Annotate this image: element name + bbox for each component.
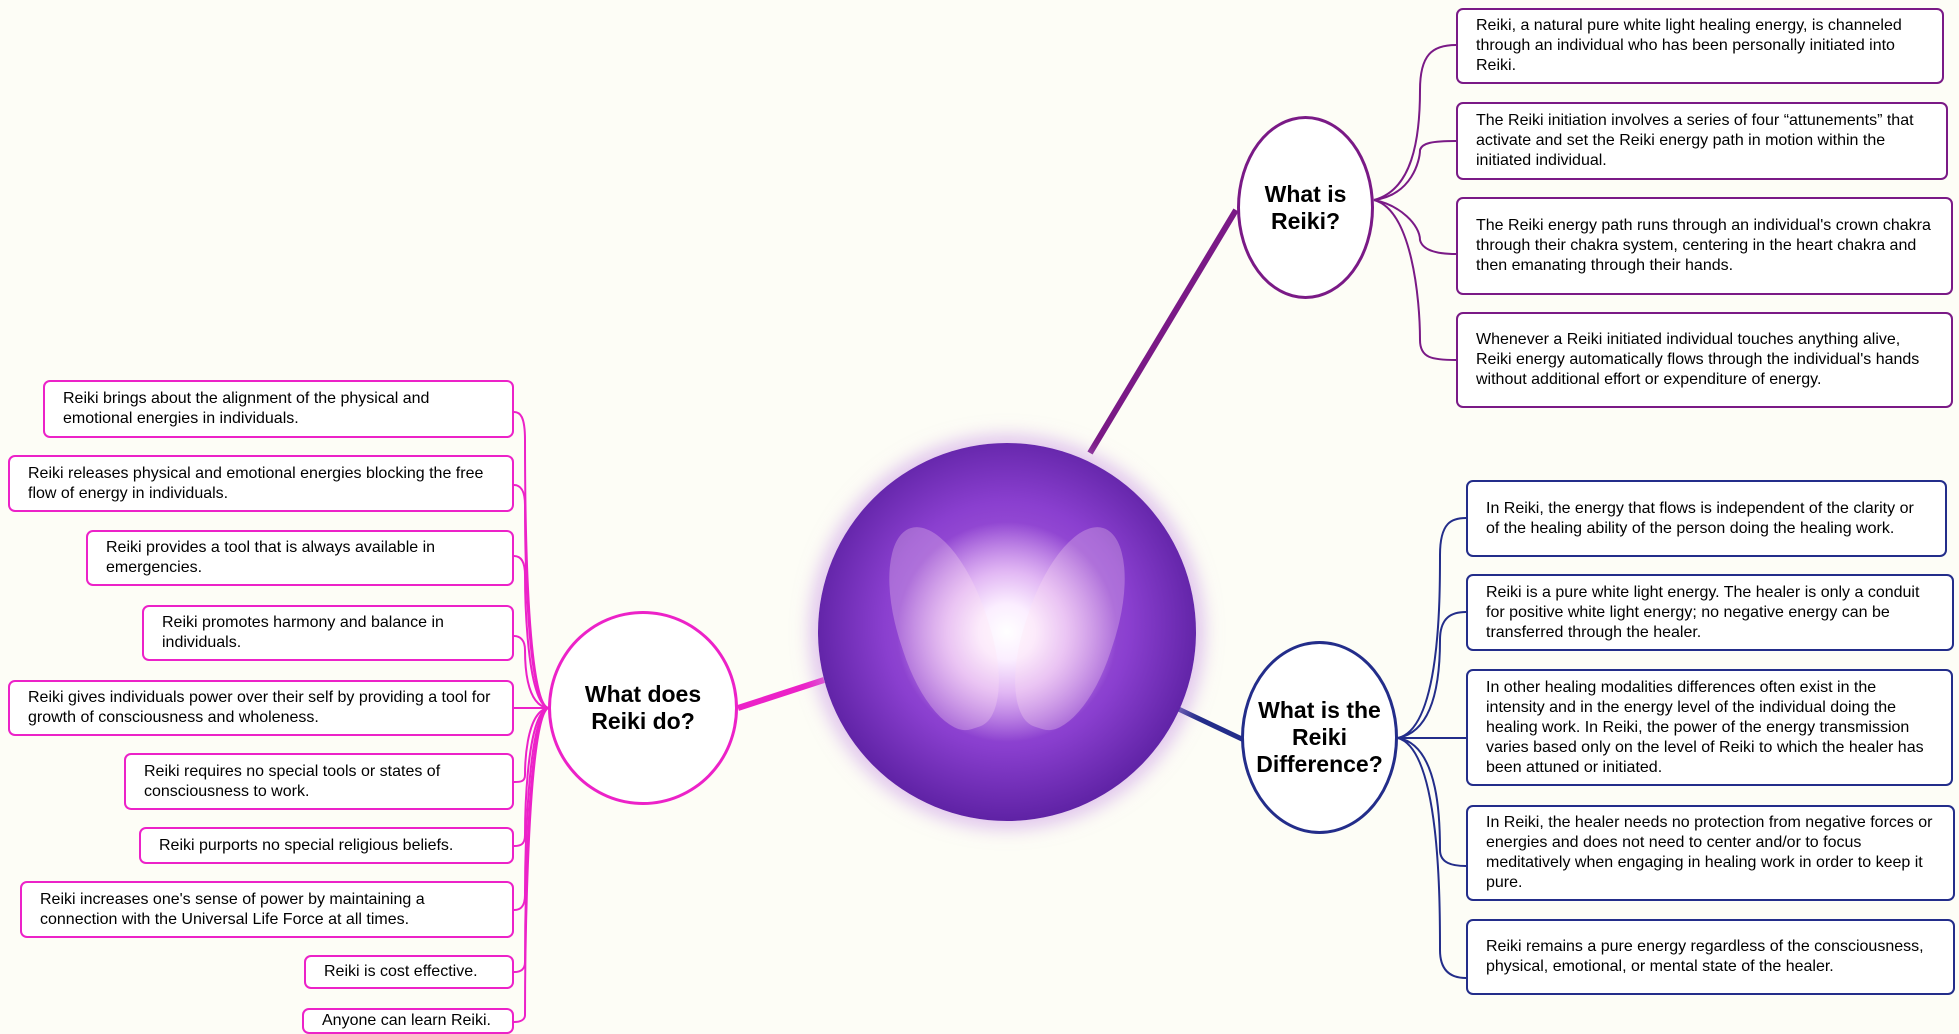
what-does-item[interactable]: Reiki increases one's sense of power by … xyxy=(20,881,514,938)
difference-item[interactable]: In Reiki, the healer needs no protection… xyxy=(1466,805,1955,901)
difference-item-text: In other healing modalities differences … xyxy=(1486,678,1924,776)
what-does-item[interactable]: Reiki promotes harmony and balance in in… xyxy=(142,605,514,661)
difference-item[interactable]: Reiki remains a pure energy regardless o… xyxy=(1466,919,1955,995)
difference-item[interactable]: Reiki is a pure white light energy. The … xyxy=(1466,574,1954,651)
what-is-item-text: Whenever a Reiki initiated individual to… xyxy=(1476,331,1920,388)
what-does-item-text: Reiki requires no special tools or state… xyxy=(144,762,441,800)
what-is-item[interactable]: Reiki, a natural pure white light healin… xyxy=(1456,8,1944,84)
difference-item-text: Reiki remains a pure energy regardless o… xyxy=(1486,938,1924,975)
what-does-item[interactable]: Reiki is cost effective. xyxy=(304,955,514,989)
difference-item[interactable]: In Reiki, the energy that flows is indep… xyxy=(1466,480,1947,557)
difference-item-text: In Reiki, the healer needs no protection… xyxy=(1486,814,1933,891)
what-is-item[interactable]: The Reiki initiation involves a series o… xyxy=(1456,102,1948,180)
what-does-item-text: Reiki increases one's sense of power by … xyxy=(40,890,425,928)
what-does-item[interactable]: Reiki gives individuals power over their… xyxy=(8,680,514,736)
difference-item-text: In Reiki, the energy that flows is indep… xyxy=(1486,499,1914,537)
what-does-item-text: Reiki is cost effective. xyxy=(324,963,478,980)
what-does-item-text: Reiki gives individuals power over their… xyxy=(28,689,491,726)
what-does-item-text: Reiki brings about the alignment of the … xyxy=(63,390,430,427)
difference-item[interactable]: In other healing modalities differences … xyxy=(1466,669,1953,786)
central-reiki-image xyxy=(818,443,1196,821)
what-is-item-text: The Reiki initiation involves a series o… xyxy=(1476,112,1914,169)
left-hand-glow xyxy=(867,514,1019,742)
hub-what-does-reiki-do[interactable]: What does Reiki do? xyxy=(548,611,738,805)
what-does-item[interactable]: Reiki requires no special tools or state… xyxy=(124,753,514,810)
hub-what-is-reiki[interactable]: What is Reiki? xyxy=(1237,116,1374,299)
what-is-item[interactable]: Whenever a Reiki initiated individual to… xyxy=(1456,312,1953,408)
difference-item-text: Reiki is a pure white light energy. The … xyxy=(1486,583,1920,641)
hub-what-does-reiki-do-label: What does Reiki do? xyxy=(584,681,702,734)
what-is-item-text: The Reiki energy path runs through an in… xyxy=(1476,217,1931,274)
what-does-item-text: Anyone can learn Reiki. xyxy=(322,1012,491,1029)
what-does-item[interactable]: Reiki provides a tool that is always ava… xyxy=(86,530,514,586)
what-does-item[interactable]: Reiki purports no special religious beli… xyxy=(139,827,514,864)
what-is-item-text: Reiki, a natural pure white light healin… xyxy=(1476,17,1902,74)
what-does-item[interactable]: Anyone can learn Reiki. xyxy=(302,1008,514,1034)
hub-what-is-reiki-label: What is Reiki? xyxy=(1264,180,1347,234)
what-does-item-text: Reiki releases physical and emotional en… xyxy=(28,464,484,502)
what-does-item-text: Reiki promotes harmony and balance in in… xyxy=(162,614,444,651)
hub-reiki-difference-label: What is the Reiki Difference? xyxy=(1256,697,1383,777)
what-does-item[interactable]: Reiki releases physical and emotional en… xyxy=(8,455,514,512)
what-does-item-text: Reiki purports no special religious beli… xyxy=(159,836,454,854)
what-is-item[interactable]: The Reiki energy path runs through an in… xyxy=(1456,197,1953,295)
hub-reiki-difference[interactable]: What is the Reiki Difference? xyxy=(1241,641,1398,834)
what-does-item-text: Reiki provides a tool that is always ava… xyxy=(106,539,436,576)
right-hand-glow xyxy=(995,514,1147,742)
what-does-item[interactable]: Reiki brings about the alignment of the … xyxy=(43,380,514,438)
